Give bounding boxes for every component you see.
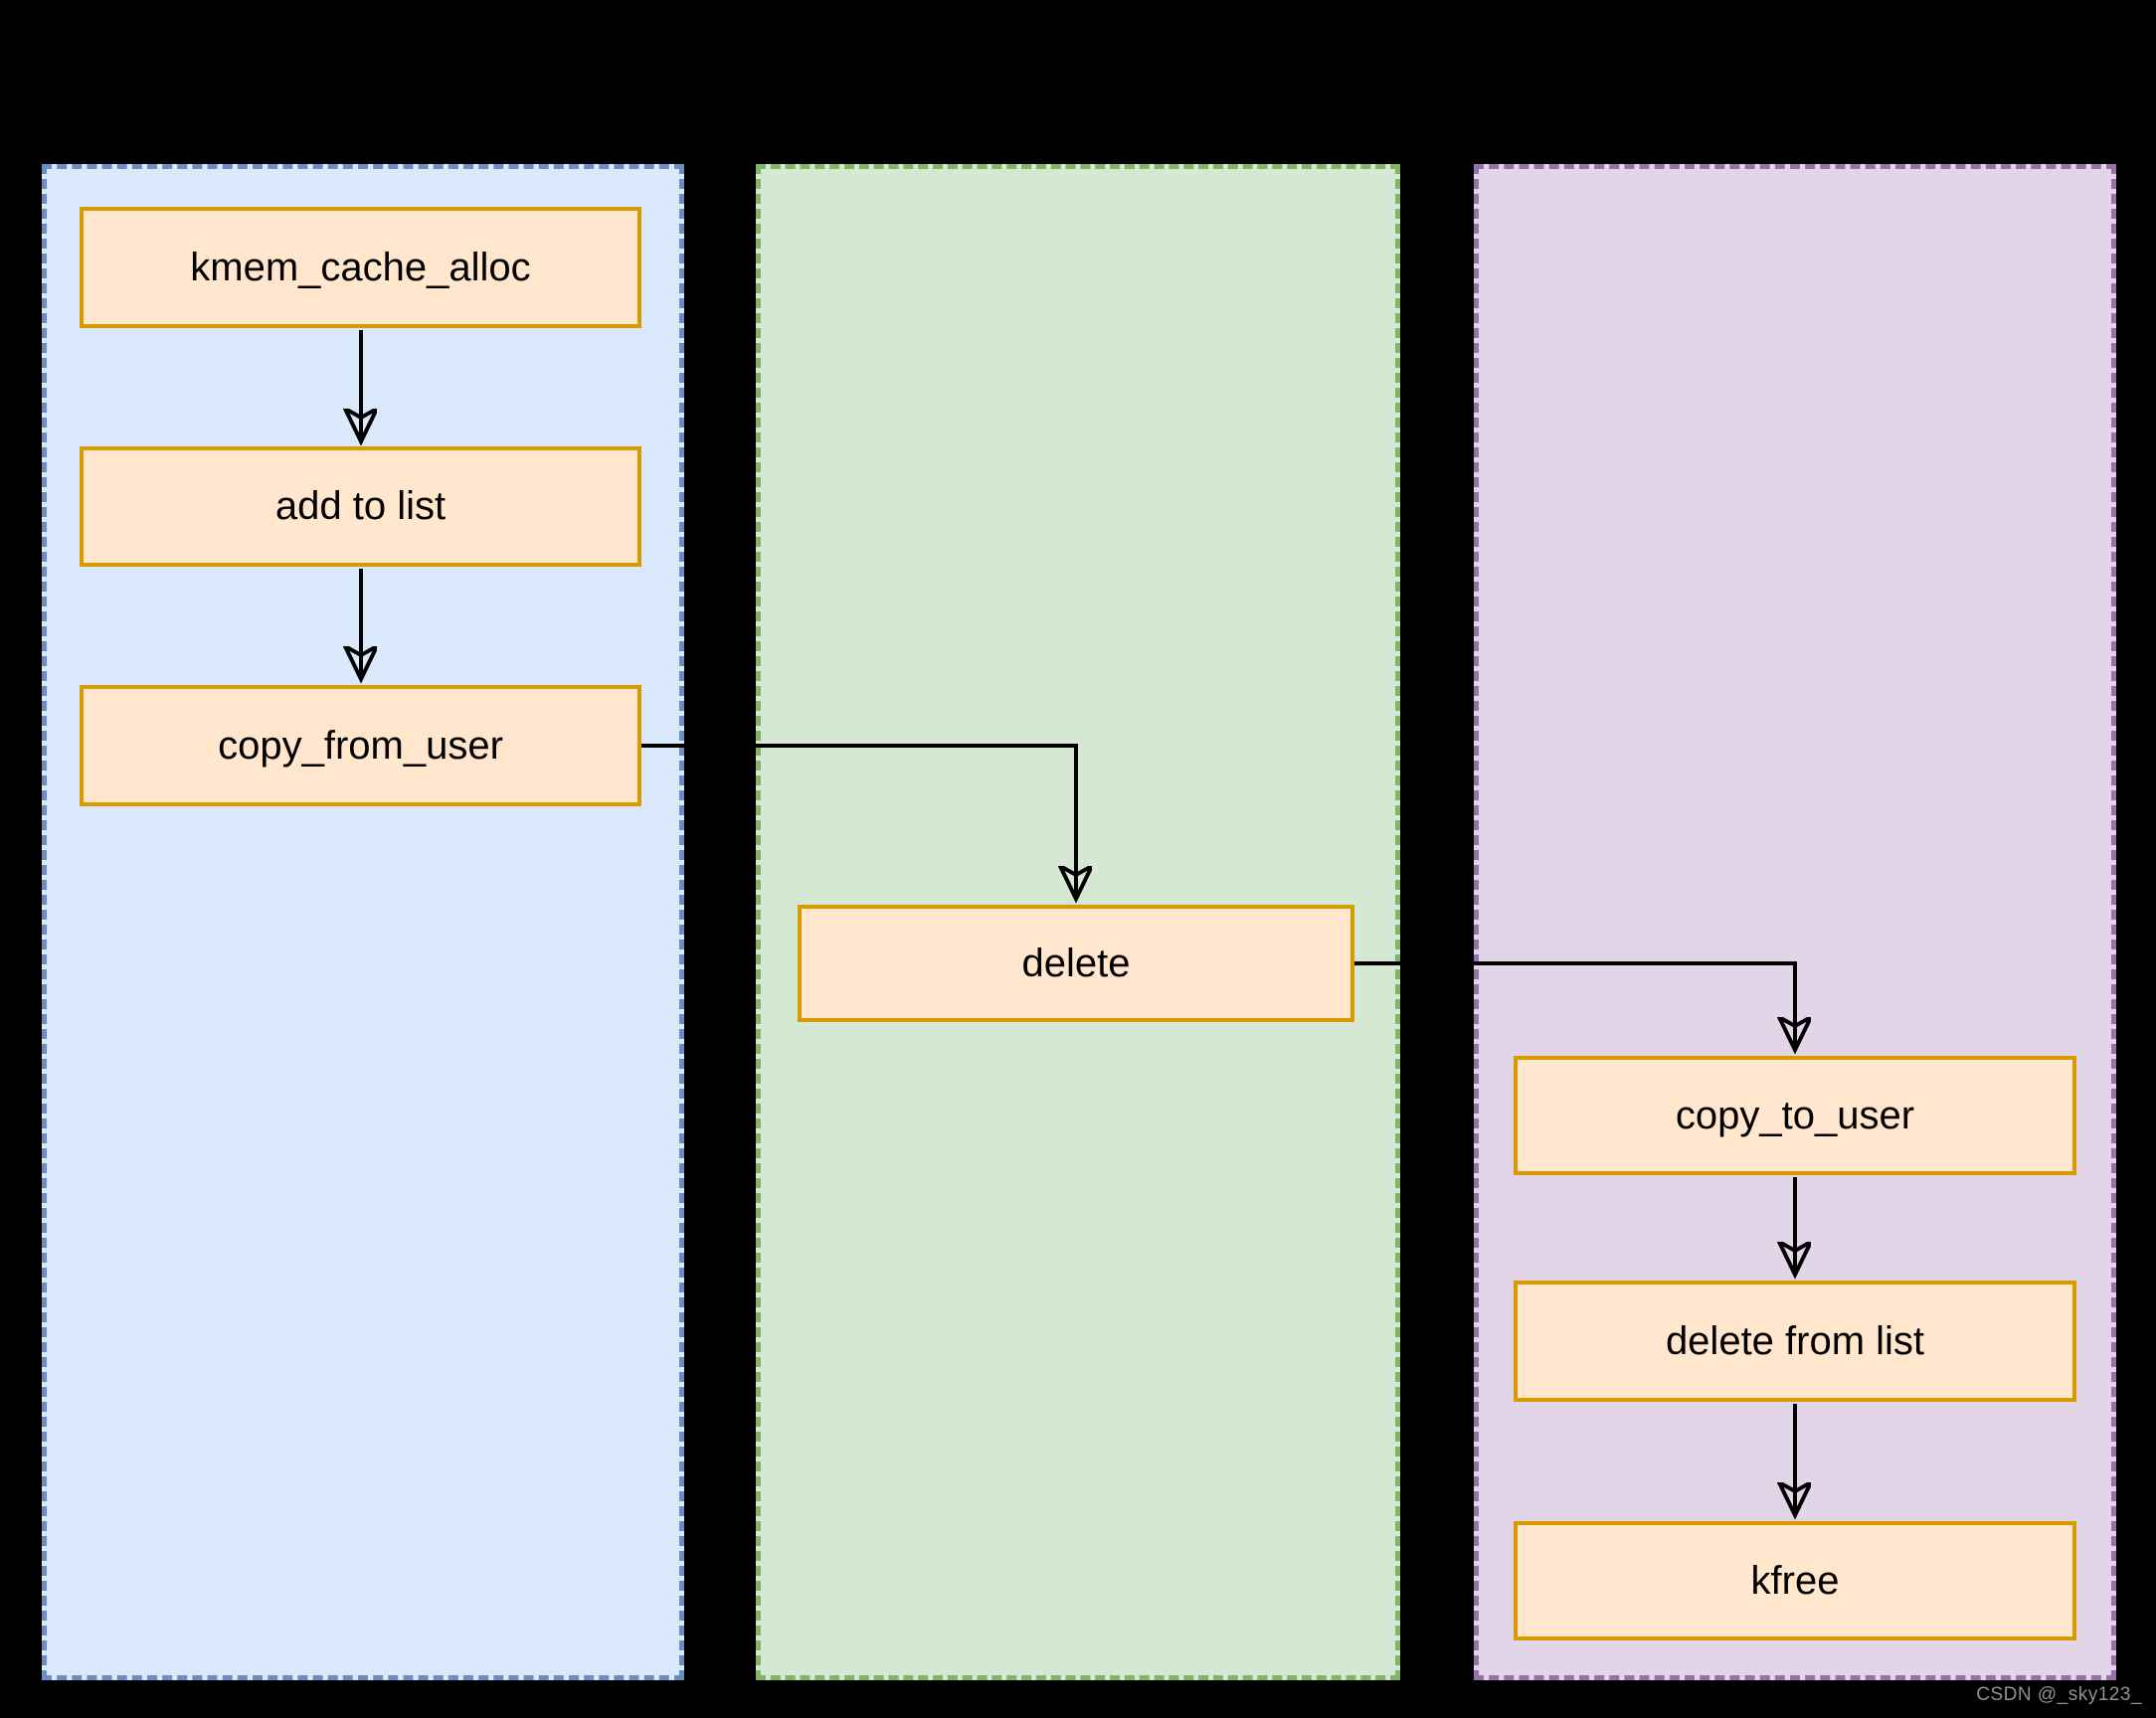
node-delete: delete [798, 905, 1354, 1022]
node-copy-to-user-label: copy_to_user [1675, 1093, 1915, 1137]
node-add-to-list: add to list [80, 446, 641, 567]
node-delete-from-list: delete from list [1514, 1281, 2076, 1402]
node-copy-to-user: copy_to_user [1514, 1056, 2076, 1175]
column-3-container [1474, 164, 2116, 1680]
node-kfree: kfree [1514, 1521, 2076, 1640]
node-kmem-cache-alloc: kmem_cache_alloc [80, 207, 641, 328]
node-delete-label: delete [1021, 941, 1131, 985]
node-kmem-cache-alloc-label: kmem_cache_alloc [190, 245, 531, 289]
node-add-to-list-label: add to list [274, 484, 447, 528]
node-kfree-label: kfree [1750, 1558, 1840, 1603]
column-1-container [42, 164, 684, 1680]
node-copy-from-user-label: copy_from_user [218, 723, 503, 768]
node-delete-from-list-label: delete from list [1665, 1318, 1925, 1363]
csdn-watermark: CSDN @_sky123_ [1976, 1684, 2142, 1705]
node-copy-from-user: copy_from_user [80, 685, 641, 806]
